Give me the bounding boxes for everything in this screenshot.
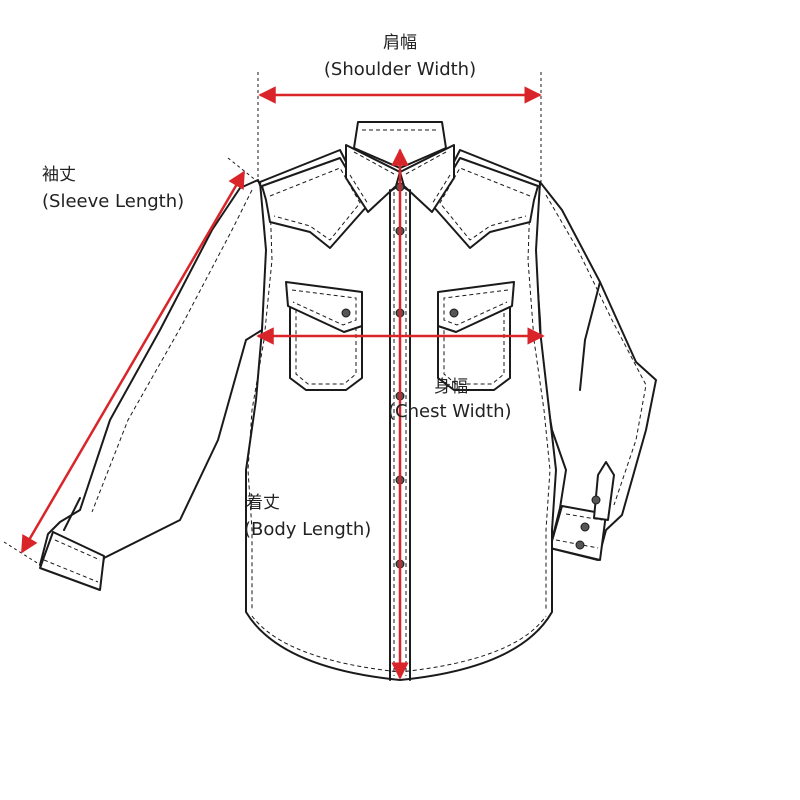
chest-width-label-en: (Chest Width) bbox=[388, 401, 512, 422]
body-length-label-en: (Body Length) bbox=[244, 519, 371, 540]
right-yoke bbox=[431, 157, 539, 249]
collar-right-point bbox=[399, 144, 455, 213]
cuff-button-1 bbox=[591, 495, 601, 505]
sleeve-length-arrow bbox=[20, 170, 246, 554]
left-sleeve bbox=[39, 179, 271, 581]
right-pocket-button bbox=[449, 308, 459, 318]
cuff-button-3 bbox=[575, 540, 585, 550]
sleeve-guide-top bbox=[227, 157, 259, 183]
body-side-stitch-right bbox=[527, 199, 551, 610]
right-sleeve-stitch bbox=[545, 194, 647, 506]
right-pocket-flap-stitch bbox=[443, 289, 509, 326]
body-length-label-jp: 着丈 bbox=[246, 493, 280, 513]
sleeve-guide-bottom bbox=[3, 541, 43, 567]
collar-left-point bbox=[345, 144, 401, 213]
left-yoke bbox=[261, 157, 369, 249]
shoulder-width-label-en: (Shoulder Width) bbox=[324, 59, 476, 80]
shoulder-width-label-jp: 肩幅 bbox=[383, 33, 417, 53]
sleeve-length-label-en: (Sleeve Length) bbox=[42, 191, 184, 212]
collar-back bbox=[353, 121, 447, 169]
chest-width-label-jp: 身幅 bbox=[434, 377, 468, 397]
right-cuff-tab bbox=[593, 461, 615, 521]
placket bbox=[389, 189, 411, 681]
measurement-labels: 肩幅 (Shoulder Width) 袖丈 (Sleeve Length) 身… bbox=[42, 33, 512, 540]
cuff-button-2 bbox=[580, 522, 590, 532]
collar-stitch bbox=[349, 151, 451, 205]
measurement-arrows bbox=[20, 86, 545, 680]
sleeve-length-label-jp: 袖丈 bbox=[42, 165, 76, 185]
right-sleeve-seam bbox=[579, 281, 601, 391]
left-pocket-button bbox=[341, 308, 351, 318]
left-pocket-flap-stitch bbox=[291, 289, 357, 326]
body-side-stitch-left bbox=[247, 199, 273, 610]
